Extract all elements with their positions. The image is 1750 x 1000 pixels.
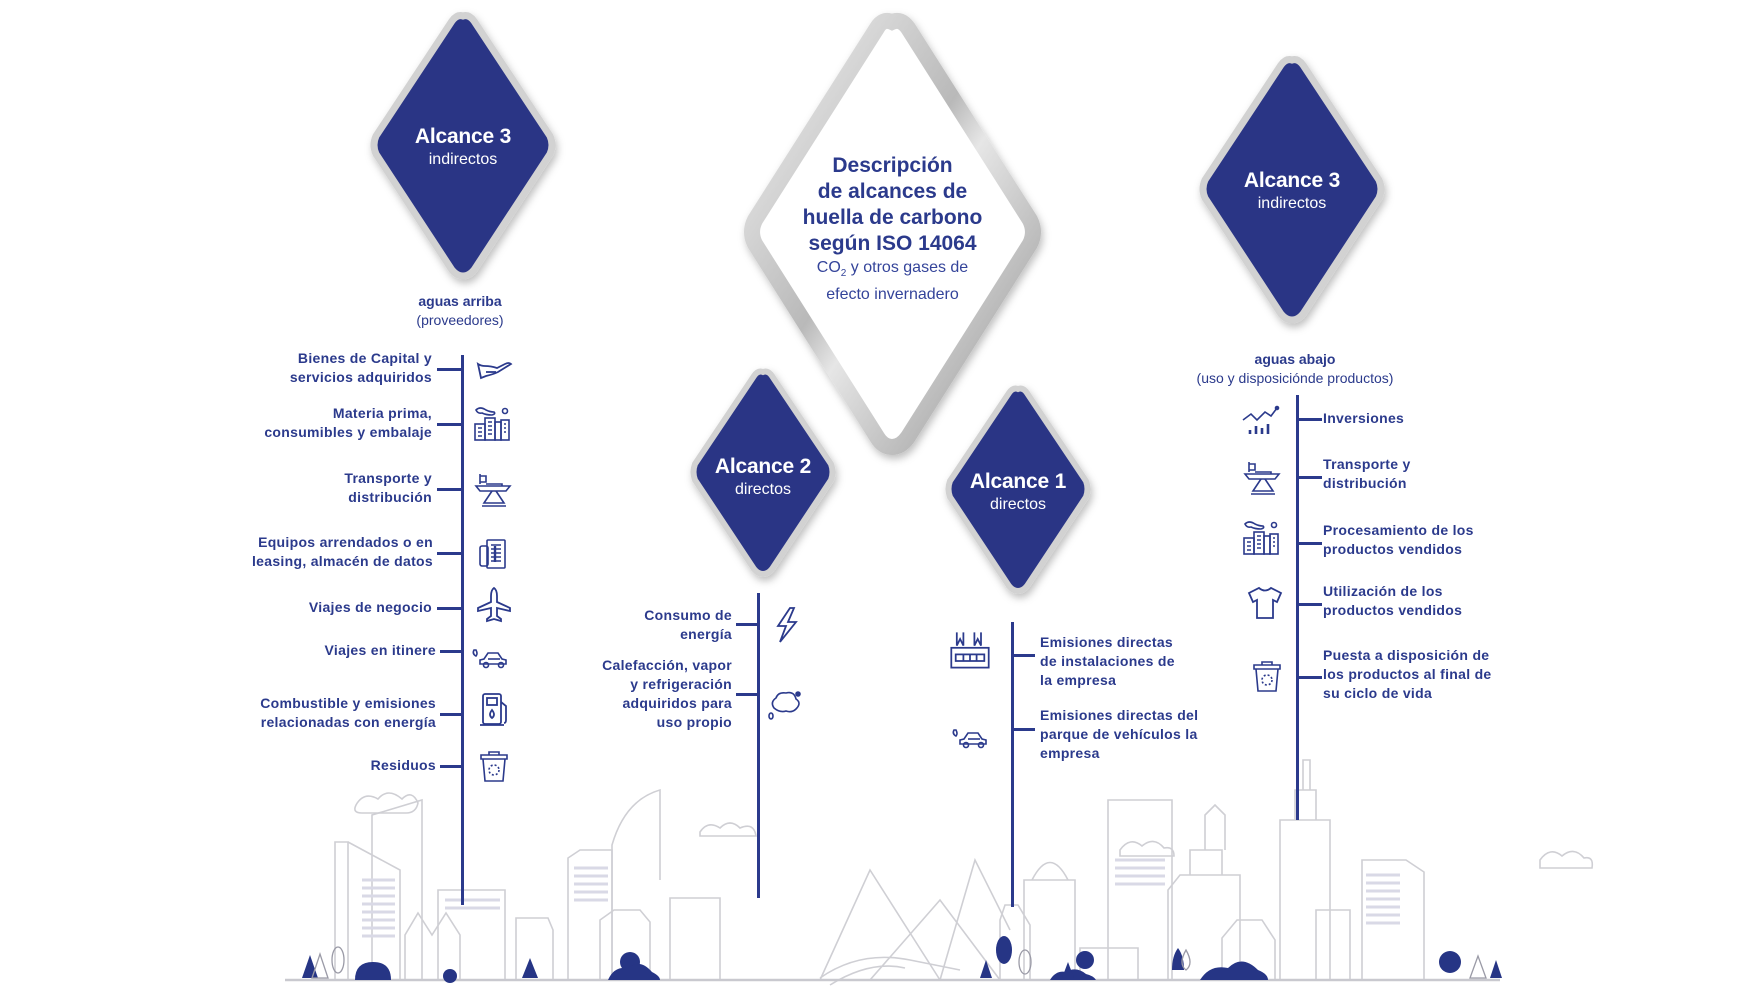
connector-tick [1298,676,1322,679]
connector-tick [1013,728,1035,731]
scope2-title: Alcance 2 [714,455,812,478]
downstream-heading: aguas abajo (uso y disposiciónde product… [1160,350,1430,388]
lightning-icon [766,605,806,645]
upstream-heading-title: aguas arriba [418,293,502,309]
title-line-3: huella de carbono [802,206,983,229]
factory-icon [472,404,512,444]
ship-crane-icon [1243,458,1283,498]
title-subtitle-line-1: CO2 y otros gases de [816,259,969,280]
list-item-label: Residuos [370,757,436,773]
trash-bin-icon [1247,656,1287,696]
connector-tick [437,552,463,555]
connector-tick [1298,476,1322,479]
blue-diamond-shape [1199,56,1385,324]
connector-tick [736,693,758,696]
scope3-downstream-diamond: Alcance 3 indirectos [1197,52,1387,327]
connector-tick [1298,418,1322,421]
connector-tick [1298,603,1322,606]
scope2-connector-line [757,593,760,898]
title-subtitle-line-2: efecto invernadero [826,286,959,304]
downstream-heading-title: aguas abajo [1254,351,1336,367]
connector-tick [440,650,463,653]
silver-frame-diamond-shape [744,12,1041,456]
scope3-upstream-subtitle: indirectos [428,151,498,168]
connector-tick [736,623,758,626]
fuel-pump-icon [474,690,514,730]
blue-diamond-shape [945,385,1091,595]
connector-tick [437,423,463,426]
scope2-diamond: Alcance 2 directos [688,365,838,580]
upstream-connector-line [461,355,464,905]
scope2-subtitle: directos [734,481,792,498]
scope1-subtitle: directos [989,496,1047,513]
ship-crane-icon [474,470,514,510]
factory-icon [1241,518,1281,558]
scope1-diamond: Alcance 1 directos [943,382,1093,597]
downstream-connector-line [1296,395,1299,820]
blue-diamond-shape [690,368,836,578]
scope3-downstream-subtitle: indirectos [1257,195,1327,212]
connector-tick [1013,654,1035,657]
scope1-title: Alcance 1 [969,470,1067,493]
scope3-upstream-title: Alcance 3 [414,125,512,148]
upstream-heading-subtitle: (proveedores) [416,312,504,328]
list-item-label: Viajes en itinere [324,642,436,658]
factory-chimney-icon [948,628,992,672]
connector-tick [1298,542,1322,545]
airplane-icon [474,585,514,625]
growth-chart-icon [1240,400,1280,440]
title-line-1: Descripción [832,154,953,177]
connector-tick [437,607,463,610]
list-item-label: Materia prima,consumibles y embalaje [264,405,432,440]
t-shirt-icon [1245,582,1285,622]
title-line-4: según ISO 14064 [808,232,977,255]
downstream-heading-subtitle: (uso y disposiciónde productos) [1196,370,1394,386]
car-icon [470,638,510,678]
scope3-upstream-diamond: Alcance 3 indirectos [368,8,558,283]
trash-bin-icon [474,746,514,786]
list-item-label: Viajes de negocio [308,599,432,615]
blue-diamond-shape [370,12,556,280]
scope3-downstream-title: Alcance 3 [1243,169,1341,192]
central-title-diamond: Descripción de alcances de huella de car… [744,10,1041,456]
car-icon [950,718,990,758]
connector-tick [440,713,463,716]
connector-tick [437,368,463,371]
scope1-connector-line [1011,622,1014,907]
hand-icon [474,350,514,390]
steam-cloud-icon [764,684,804,724]
connector-tick [437,488,463,491]
title-line-2: de alcances de [817,180,968,203]
server-document-icon [474,534,514,574]
list-item-label: Inversiones [1323,410,1405,426]
connector-tick [440,765,463,768]
upstream-heading: aguas arriba (proveedores) [370,292,550,330]
